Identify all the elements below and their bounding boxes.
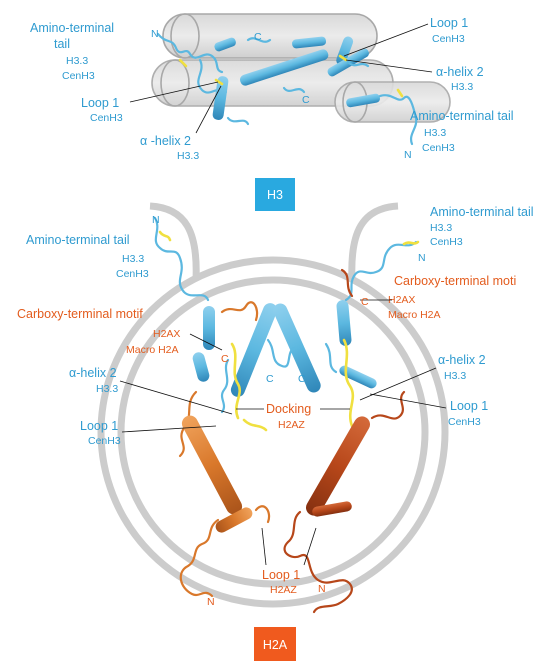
- terminal-c-h2a-center-left: C: [266, 373, 274, 385]
- terminal-n-h3-right: N: [404, 149, 412, 161]
- svg-text:H3.3: H3.3: [424, 127, 446, 139]
- terminal-c-h3-lower: C: [302, 94, 310, 106]
- svg-text:H3.3: H3.3: [430, 222, 452, 234]
- terminal-n-h2a-left: N: [152, 214, 160, 226]
- badge-h2a: H2A: [254, 627, 296, 661]
- svg-text:H3.3: H3.3: [451, 81, 473, 93]
- svg-text:CenH3: CenH3: [432, 33, 465, 45]
- terminal-n-h2a-right: N: [418, 252, 426, 264]
- svg-text:α-helix 2: α-helix 2: [69, 366, 117, 380]
- svg-text:Loop 1: Loop 1: [80, 419, 118, 433]
- svg-text:Carboxy-terminal moti: Carboxy-terminal moti: [394, 274, 516, 288]
- terminal-c-h2a-left: C: [221, 353, 229, 365]
- svg-text:Loop 1: Loop 1: [262, 568, 300, 582]
- svg-text:CenH3: CenH3: [88, 435, 121, 447]
- svg-text:CenH3: CenH3: [448, 416, 481, 428]
- terminal-n-h2a-bottom-left: N: [207, 596, 215, 608]
- label-h2a-amino-tail-right: Amino-terminal tail H3.3 CenH3: [430, 205, 534, 248]
- label-h2a-amino-tail-left: Amino-terminal tail H3.3 CenH3: [26, 233, 149, 280]
- svg-text:H3.3: H3.3: [96, 383, 118, 395]
- svg-text:H2AX: H2AX: [153, 328, 180, 340]
- svg-text:CenH3: CenH3: [116, 268, 149, 280]
- svg-text:Loop 1: Loop 1: [81, 96, 119, 110]
- terminal-n-h3-left: N: [151, 28, 159, 40]
- svg-text:CenH3: CenH3: [90, 112, 123, 124]
- svg-text:H3.3: H3.3: [444, 370, 466, 382]
- label-h3-amino-tail-right: Amino-terminal tail H3.3 CenH3: [410, 109, 514, 154]
- svg-text:Amino-terminal tail: Amino-terminal tail: [26, 233, 130, 247]
- label-h2a-loop1-right: Loop 1 CenH3: [370, 394, 488, 428]
- label-h3-amino-tail-left: Amino-terminal tail H3.3 CenH3: [30, 21, 114, 82]
- svg-text:H3.3: H3.3: [177, 150, 199, 162]
- svg-text:α-helix 2: α-helix 2: [438, 353, 486, 367]
- svg-text:Amino-terminal tail: Amino-terminal tail: [430, 205, 534, 219]
- badge-h3: H3: [255, 178, 295, 211]
- svg-text:H2AZ: H2AZ: [278, 419, 305, 431]
- svg-text:α -helix 2: α -helix 2: [140, 134, 191, 148]
- svg-text:CenH3: CenH3: [430, 236, 463, 248]
- svg-text:Macro H2A: Macro H2A: [388, 309, 441, 321]
- svg-text:α-helix 2: α-helix 2: [436, 65, 484, 79]
- svg-text:Macro H2A: Macro H2A: [126, 344, 179, 356]
- svg-text:Docking: Docking: [266, 402, 311, 416]
- terminal-c-h2a-center-right: C: [298, 373, 306, 385]
- svg-text:H3.3: H3.3: [122, 253, 144, 265]
- svg-text:H2AX: H2AX: [388, 294, 415, 306]
- svg-text:Amino-terminal: Amino-terminal: [30, 21, 114, 35]
- svg-text:H2A: H2A: [263, 638, 288, 652]
- svg-text:H2AZ: H2AZ: [270, 584, 297, 596]
- svg-text:Amino-terminal tail: Amino-terminal tail: [410, 109, 514, 123]
- svg-text:H3.3: H3.3: [66, 55, 88, 67]
- svg-text:CenH3: CenH3: [422, 142, 455, 154]
- svg-text:CenH3: CenH3: [62, 70, 95, 82]
- svg-text:tail: tail: [54, 37, 70, 51]
- terminal-c-h3-upper: C: [254, 31, 262, 43]
- svg-text:H3: H3: [267, 188, 283, 202]
- svg-text:Loop 1: Loop 1: [450, 399, 488, 413]
- svg-text:Carboxy-terminal motif: Carboxy-terminal motif: [17, 307, 143, 321]
- svg-text:Loop 1: Loop 1: [430, 16, 468, 30]
- terminal-c-h2a-right: C: [361, 296, 369, 308]
- label-h2a-docking: Docking H2AZ: [236, 402, 350, 431]
- terminal-n-h2a-bottom-right: N: [318, 583, 326, 595]
